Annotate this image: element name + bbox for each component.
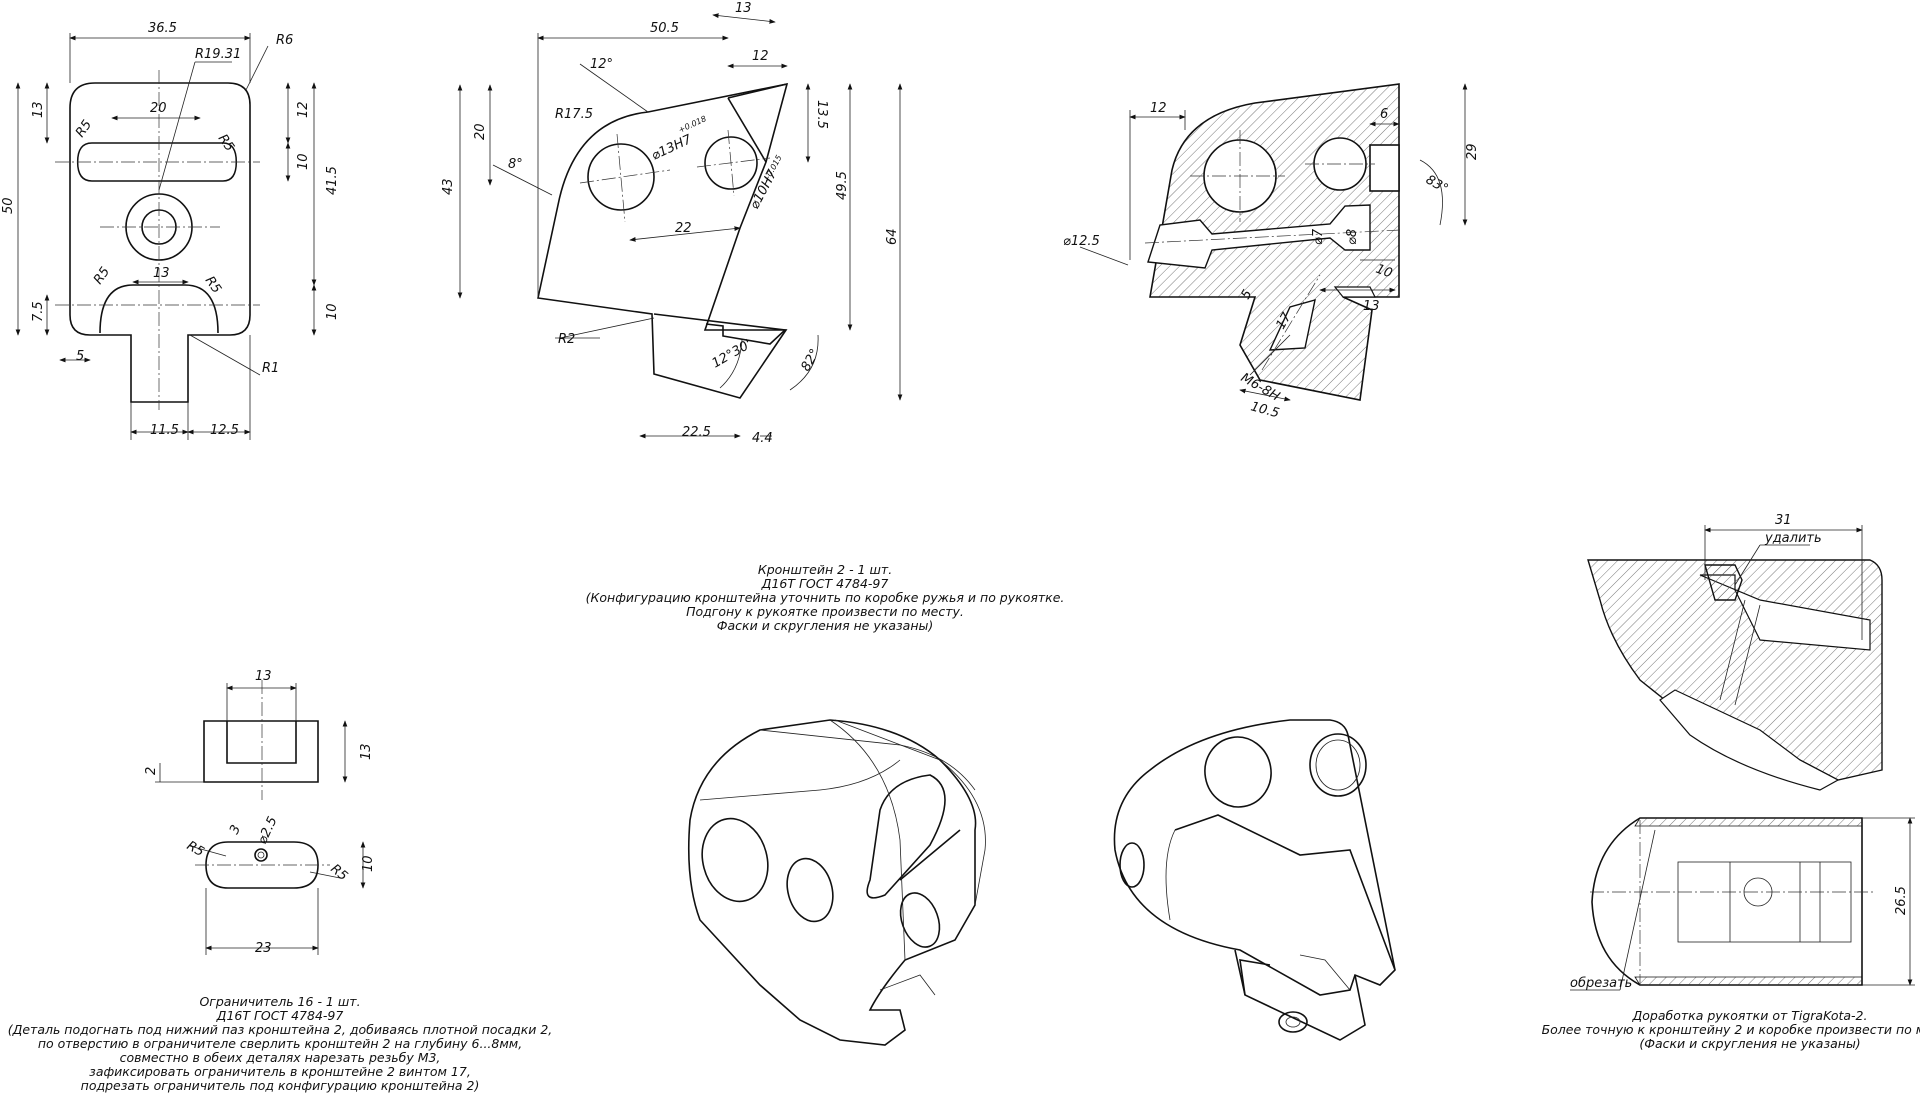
dim-10-b: 10 [325,303,340,320]
handle-dim-26-5: 26.5 [1894,886,1909,915]
dim-12-5: 12.5 [210,423,239,438]
bracket-note-line-5: Фаски и скругления не указаны) [717,618,934,633]
side-view: 50.5 13 12 12° 20 R17.5 13.5 43 ⌀13H7 +0… [441,1,903,446]
dim-4-4: 4.4 [752,431,773,446]
sec-hole-7: ⌀7 [1311,228,1326,245]
limiter-note-line-7: подрезать ограничитель под конфигурацию … [81,1078,480,1093]
bracket-note-line-1: Кронштейн 2 - 1 шт. [758,562,892,577]
angle-12-30: 12°30' [710,337,755,372]
limiter-note-line-2: Д16Т ГОСТ 4784-97 [216,1008,344,1023]
dim-r1: R1 [262,361,279,376]
limiter-note-line-1: Ограничитель 16 - 1 шт. [199,994,360,1009]
dim-64: 64 [885,228,900,245]
dim-r5-c: R5 [91,265,113,288]
limiter-note-line-5: совместно в обеих деталях нарезать резьб… [120,1050,441,1065]
dim-20: 20 [473,123,488,140]
lim-dim-13-side: 13 [359,743,374,760]
dim-50: 50 [1,197,16,214]
dim-13-bottom: 13 [153,266,170,281]
dim-r5-d: R5 [202,274,224,297]
isometric-view-2 [1113,719,1396,1041]
sec-hole-8: ⌀8 [1345,229,1360,245]
sec-hole-12-5: ⌀12.5 [1063,234,1100,249]
lim-dim-13-top: 13 [255,669,272,684]
lim-dim-2: 2 [144,767,159,775]
sec-dim-29: 29 [1465,143,1480,160]
dim-r2: R2 [558,332,575,347]
dim-49-5: 49.5 [835,171,850,200]
dim-r19-31: R19.31 [195,47,241,62]
lim-dim-r5-b: R5 [327,862,350,885]
dim-13-top: 13 [31,101,46,118]
hole-13h7-tol: +0.018 [677,114,708,135]
dim-12: 12 [752,49,769,64]
dim-36-5: 36.5 [148,21,177,36]
dim-22-5: 22.5 [682,425,711,440]
section-view: 12 6 29 83° ⌀12.5 ⌀7 ⌀8 10 13 5 17 M6-8H… [1063,83,1480,421]
sec-dim-6: 6 [1380,107,1388,122]
dim-13-5: 13.5 [814,100,829,129]
sec-dim-10-5: 10.5 [1249,399,1281,421]
dim-11-5: 11.5 [150,423,179,438]
bracket-note-line-2: Д16Т ГОСТ 4784-97 [761,576,889,591]
angle-8: 8° [508,157,523,172]
limiter-note-line-6: зафиксировать ограничитель в кронштейне … [89,1064,471,1079]
dim-41-5: 41.5 [325,166,340,195]
dim-10-a: 10 [296,153,311,170]
bracket-note-line-4: Подгону к рукоятке произвести по месту. [686,604,964,619]
front-view: 36.5 R19.31 R6 20 13 R5 R5 12 10 41.5 50… [1,21,340,440]
handle-dim-31: 31 [1775,513,1792,528]
dim-50-5: 50.5 [650,21,679,36]
angle-82: 82° [798,347,823,374]
dim-5: 5 [76,349,84,364]
dim-12: 12 [296,101,311,118]
lim-dim-23: 23 [255,941,272,956]
limiter-view: 13 13 2 R5 3 ⌀2.5 R5 10 23 [144,669,376,956]
isometric-view-1 [687,719,986,1046]
handle-cut-label: обрезать [1570,976,1632,991]
dim-22: 22 [675,221,692,236]
dim-r17-5: R17.5 [555,107,593,122]
limiter-note-line-4: по отверстию в ограничителе сверлить кро… [38,1036,522,1051]
lim-dim-3: 3 [227,823,244,837]
sec-angle-83: 83° [1423,172,1450,197]
dim-r6: R6 [276,33,293,48]
bracket-note: Кронштейн 2 - 1 шт. Д16Т ГОСТ 4784-97 (К… [586,562,1065,633]
sec-dim-13: 13 [1363,299,1380,314]
handle-view: 31 удалить обрезать 26.5 [1570,513,1915,991]
handle-note-line-3: (Фаски и скругления не указаны) [1639,1036,1860,1051]
dim-13: 13 [735,1,752,16]
limiter-note-line-3: (Деталь подогнать под нижний паз кронште… [8,1022,553,1037]
dim-r5-a: R5 [73,118,95,141]
angle-12: 12° [590,57,613,72]
sec-dim-17: 17 [1273,310,1295,332]
sec-dim-10: 10 [1374,262,1395,282]
dim-r5-b: R5 [215,132,237,155]
dim-7-5: 7.5 [31,301,46,322]
dim-43: 43 [441,178,456,195]
bracket-note-line-3: (Конфигурацию кронштейна уточнить по кор… [586,590,1065,605]
handle-note-line-1: Доработка рукоятки от TigraKota-2. [1632,1008,1868,1023]
handle-note: Доработка рукоятки от TigraKota-2. Более… [1542,1008,1920,1051]
hole-13h7: ⌀13H7 [649,132,694,164]
handle-note-line-2: Более точную к кронштейну 2 и коробке пр… [1542,1022,1920,1037]
lim-dim-r5-a: R5 [184,838,206,860]
limiter-note: Ограничитель 16 - 1 шт. Д16Т ГОСТ 4784-9… [8,994,553,1093]
sec-dim-12: 12 [1150,101,1167,116]
handle-remove-label: удалить [1764,531,1822,546]
dim-20: 20 [150,101,167,116]
lim-dim-10: 10 [361,855,376,872]
